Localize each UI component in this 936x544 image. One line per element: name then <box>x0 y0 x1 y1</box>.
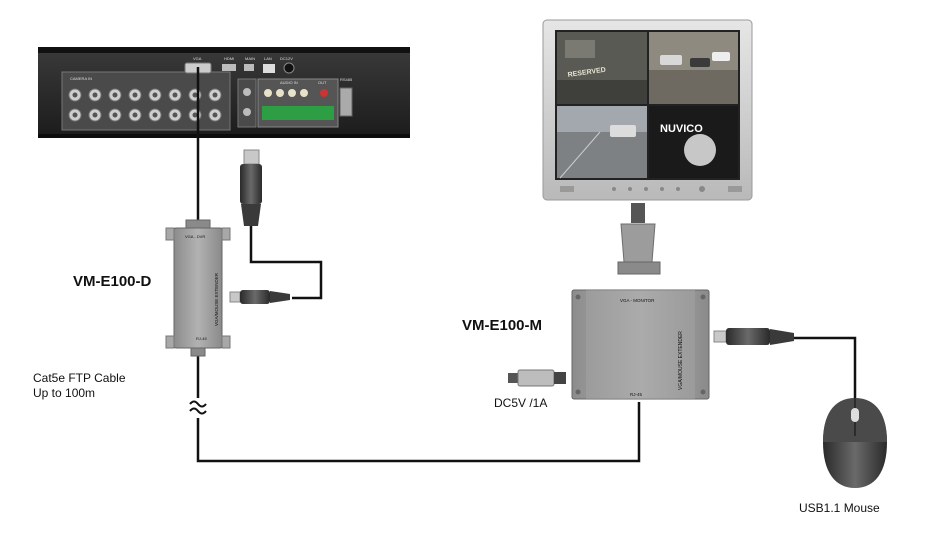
monitor-brand-text: NUVICO <box>660 123 703 135</box>
dvr-camera-in-label: CAMERA IN <box>70 76 92 81</box>
device-d-body-text: VGA/MOUSE EXTENDER <box>214 272 219 326</box>
dvr-lan-label: LAN <box>264 56 272 61</box>
bnc-connector-pin <box>92 112 98 118</box>
bnc-connectors <box>68 88 222 122</box>
device-vm-e100-m: VGA - MONITOR RJ-45 VGA/MOUSE EXTENDER <box>571 289 710 400</box>
device-m-name-label: VM-E100-M <box>462 317 543 334</box>
cable-label-line1: Cat5e FTP Cable <box>33 371 126 385</box>
power-plug <box>508 369 566 387</box>
device-d-name-label: VM-E100-D <box>73 273 152 290</box>
cable-label-line2: Up to 100m <box>33 386 96 400</box>
bnc-connector-pin <box>172 92 178 98</box>
bnc-connector-pin <box>92 92 98 98</box>
dvr-rs485-label: RS485 <box>340 77 353 82</box>
monitor-camera-feed-2 <box>649 32 738 104</box>
dvr-vga-label: VGA <box>193 56 202 61</box>
monitor: RESERVED NUVICO <box>542 19 753 201</box>
mouse-cable <box>793 336 857 398</box>
monitor-camera-feed-3 <box>557 106 647 179</box>
power-label: DC5V /1A <box>494 396 548 410</box>
cables <box>196 67 857 463</box>
bnc-connector-pin <box>72 92 78 98</box>
usb-cable-d <box>249 226 323 300</box>
device-d-port-bottom-label: RJ-45 <box>196 336 207 341</box>
device-m-body-text: VGA/MOUSE EXTENDER <box>678 331 684 390</box>
usb-plug-top <box>240 149 262 226</box>
dvr-out-label: OUT <box>318 80 327 85</box>
bnc-connector-pin <box>212 92 218 98</box>
monitor-camera-feed-1: RESERVED <box>557 32 647 104</box>
bnc-connector-pin <box>132 92 138 98</box>
bnc-connector-pin <box>132 112 138 118</box>
mouse-icon <box>823 398 887 488</box>
cable-label: Cat5e FTP Cable Up to 100m <box>33 371 126 401</box>
mouse-label: USB1.1 Mouse <box>799 501 880 515</box>
dvr-main-label: MAIN <box>245 56 255 61</box>
monitor-camera-feed-4: NUVICO <box>649 106 738 178</box>
device-m-port-top-label: VGA - MONITOR <box>620 298 655 303</box>
cat5e-cable <box>196 402 641 463</box>
device-vm-e100-d: VGA - DVR RJ-45 VGA/MOUSE EXTENDER <box>165 219 231 357</box>
bnc-connector-pin <box>112 92 118 98</box>
dvr-recorder: CAMERA IN VGA HDMI MAIN LAN DC12V AUDIO … <box>38 47 410 138</box>
bnc-connector-pin <box>72 112 78 118</box>
cable-break-icon <box>189 400 207 415</box>
device-m-port-bottom-label: RJ-45 <box>630 392 643 397</box>
bnc-connector-pin <box>152 92 158 98</box>
dvr-audio-in-label: AUDIO IN <box>280 80 298 85</box>
bnc-connector-pin <box>192 112 198 118</box>
bnc-connector-pin <box>172 112 178 118</box>
usb-plug-d <box>229 290 290 304</box>
dvr-dc12v-label: DC12V <box>280 56 293 61</box>
device-d-port-top-label: VGA - DVR <box>185 234 205 239</box>
bnc-connector-pin <box>192 92 198 98</box>
bnc-connector-pin <box>212 112 218 118</box>
bnc-connector-pin <box>152 112 158 118</box>
vga-connector-monitor <box>617 203 661 275</box>
bnc-connector-pin <box>112 112 118 118</box>
usb-plug-m <box>713 328 794 345</box>
dvr-hdmi-label: HDMI <box>224 56 234 61</box>
